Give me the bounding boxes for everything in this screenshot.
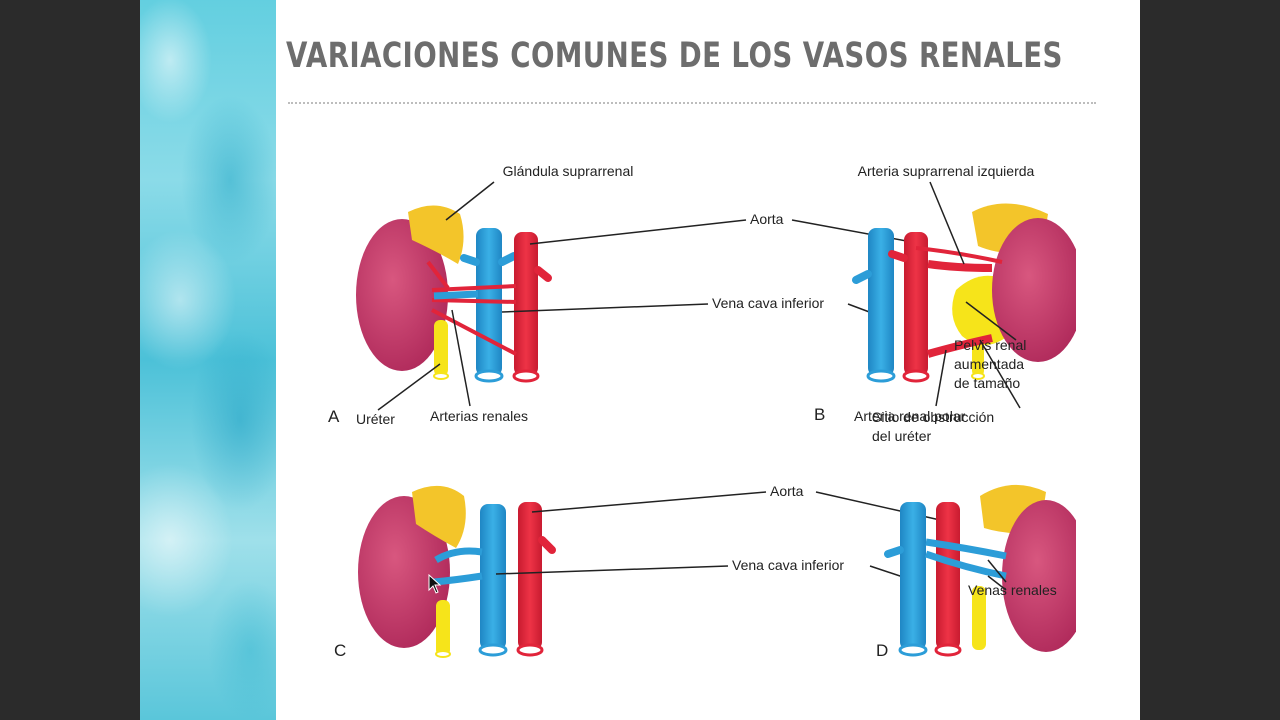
renal-veins-d (924, 538, 1007, 580)
panel-b-letter: B (814, 405, 825, 424)
aorta-a-branch (534, 266, 552, 282)
ivc-a-branch (460, 252, 518, 266)
renal-veins-label: Venas renales (968, 582, 1057, 598)
shared-bottom-labels: Aorta Vena cava inferior (495, 483, 941, 581)
pelvis-label-block: Pelvis renal aumentada de tamaño (954, 336, 1026, 393)
label-renal-arteries: Arterias renales (430, 408, 528, 424)
aorta-c (518, 502, 542, 650)
label-polar-artery: Arteria renal polar (854, 408, 966, 424)
panel-c: C (334, 485, 556, 660)
label-obstruction-line-1: Sitio de obstrucción (872, 409, 995, 425)
ureter-b (972, 336, 984, 376)
panel-a: A Glándula suprarrenal Uréter Arterias r… (328, 163, 633, 427)
renal-vein-a (433, 290, 479, 300)
slide: VARIACIONES COMUNES DE LOS VASOS RENALES (140, 0, 1140, 720)
kidney-b (992, 218, 1084, 362)
label-pelvis-line-2: aumentada (954, 356, 1025, 372)
ureter-a (434, 320, 448, 376)
panel-a-letter: A (328, 407, 340, 426)
label-aorta-bottom: Aorta (770, 483, 804, 499)
label-aorta-top: Aorta (750, 211, 784, 227)
renal-vessels-figure: A Glándula suprarrenal Uréter Arterias r… (316, 140, 1090, 680)
kidney-c (358, 496, 450, 648)
label-ivc-bottom: Vena cava inferior (732, 557, 844, 573)
ivc-c (480, 504, 506, 650)
adrenal-c (412, 485, 466, 548)
label-left-adrenal-artery: Arteria suprarrenal izquierda (858, 163, 1035, 179)
label-pelvis-line-3: de tamaño (954, 375, 1021, 391)
aorta-b (904, 232, 928, 376)
aorta-a (514, 232, 538, 376)
ivc-b (868, 228, 894, 376)
title-divider (288, 102, 1096, 104)
adrenal-a (408, 205, 464, 264)
panel-c-letter: C (334, 641, 346, 660)
aorta-d (936, 502, 960, 650)
label-ureter: Uréter (356, 411, 395, 427)
renal-artery-b (926, 260, 993, 358)
ureter-d (972, 586, 986, 650)
kidney-d (1002, 500, 1090, 652)
shared-top-labels: Aorta Vena cava inferior (501, 211, 913, 317)
label-adrenal-gland: Glándula suprarrenal (503, 163, 634, 179)
label-ivc-top: Vena cava inferior (712, 295, 824, 311)
mouse-cursor-icon (428, 574, 442, 594)
panel-d: D Venas renales (876, 484, 1090, 660)
ureter-c (436, 600, 450, 656)
obstruction-label-block: Sitio de obstrucción del uréter (872, 408, 994, 446)
ivc-d (900, 502, 926, 650)
panel-d-letter: D (876, 641, 888, 660)
kidney-a (356, 219, 448, 371)
renal-arteries-a (426, 260, 517, 356)
renal-veins-c (433, 547, 483, 586)
label-pelvis-line-1: Pelvis renal (954, 337, 1027, 353)
slide-title: VARIACIONES COMUNES DE LOS VASOS RENALES (286, 36, 1063, 76)
watercolor-decoration (140, 0, 276, 720)
panel-b: B Arteria suprarrenal izquierda Pelvis r… (814, 163, 1084, 424)
label-obstruction-line-2: del uréter (872, 428, 932, 444)
